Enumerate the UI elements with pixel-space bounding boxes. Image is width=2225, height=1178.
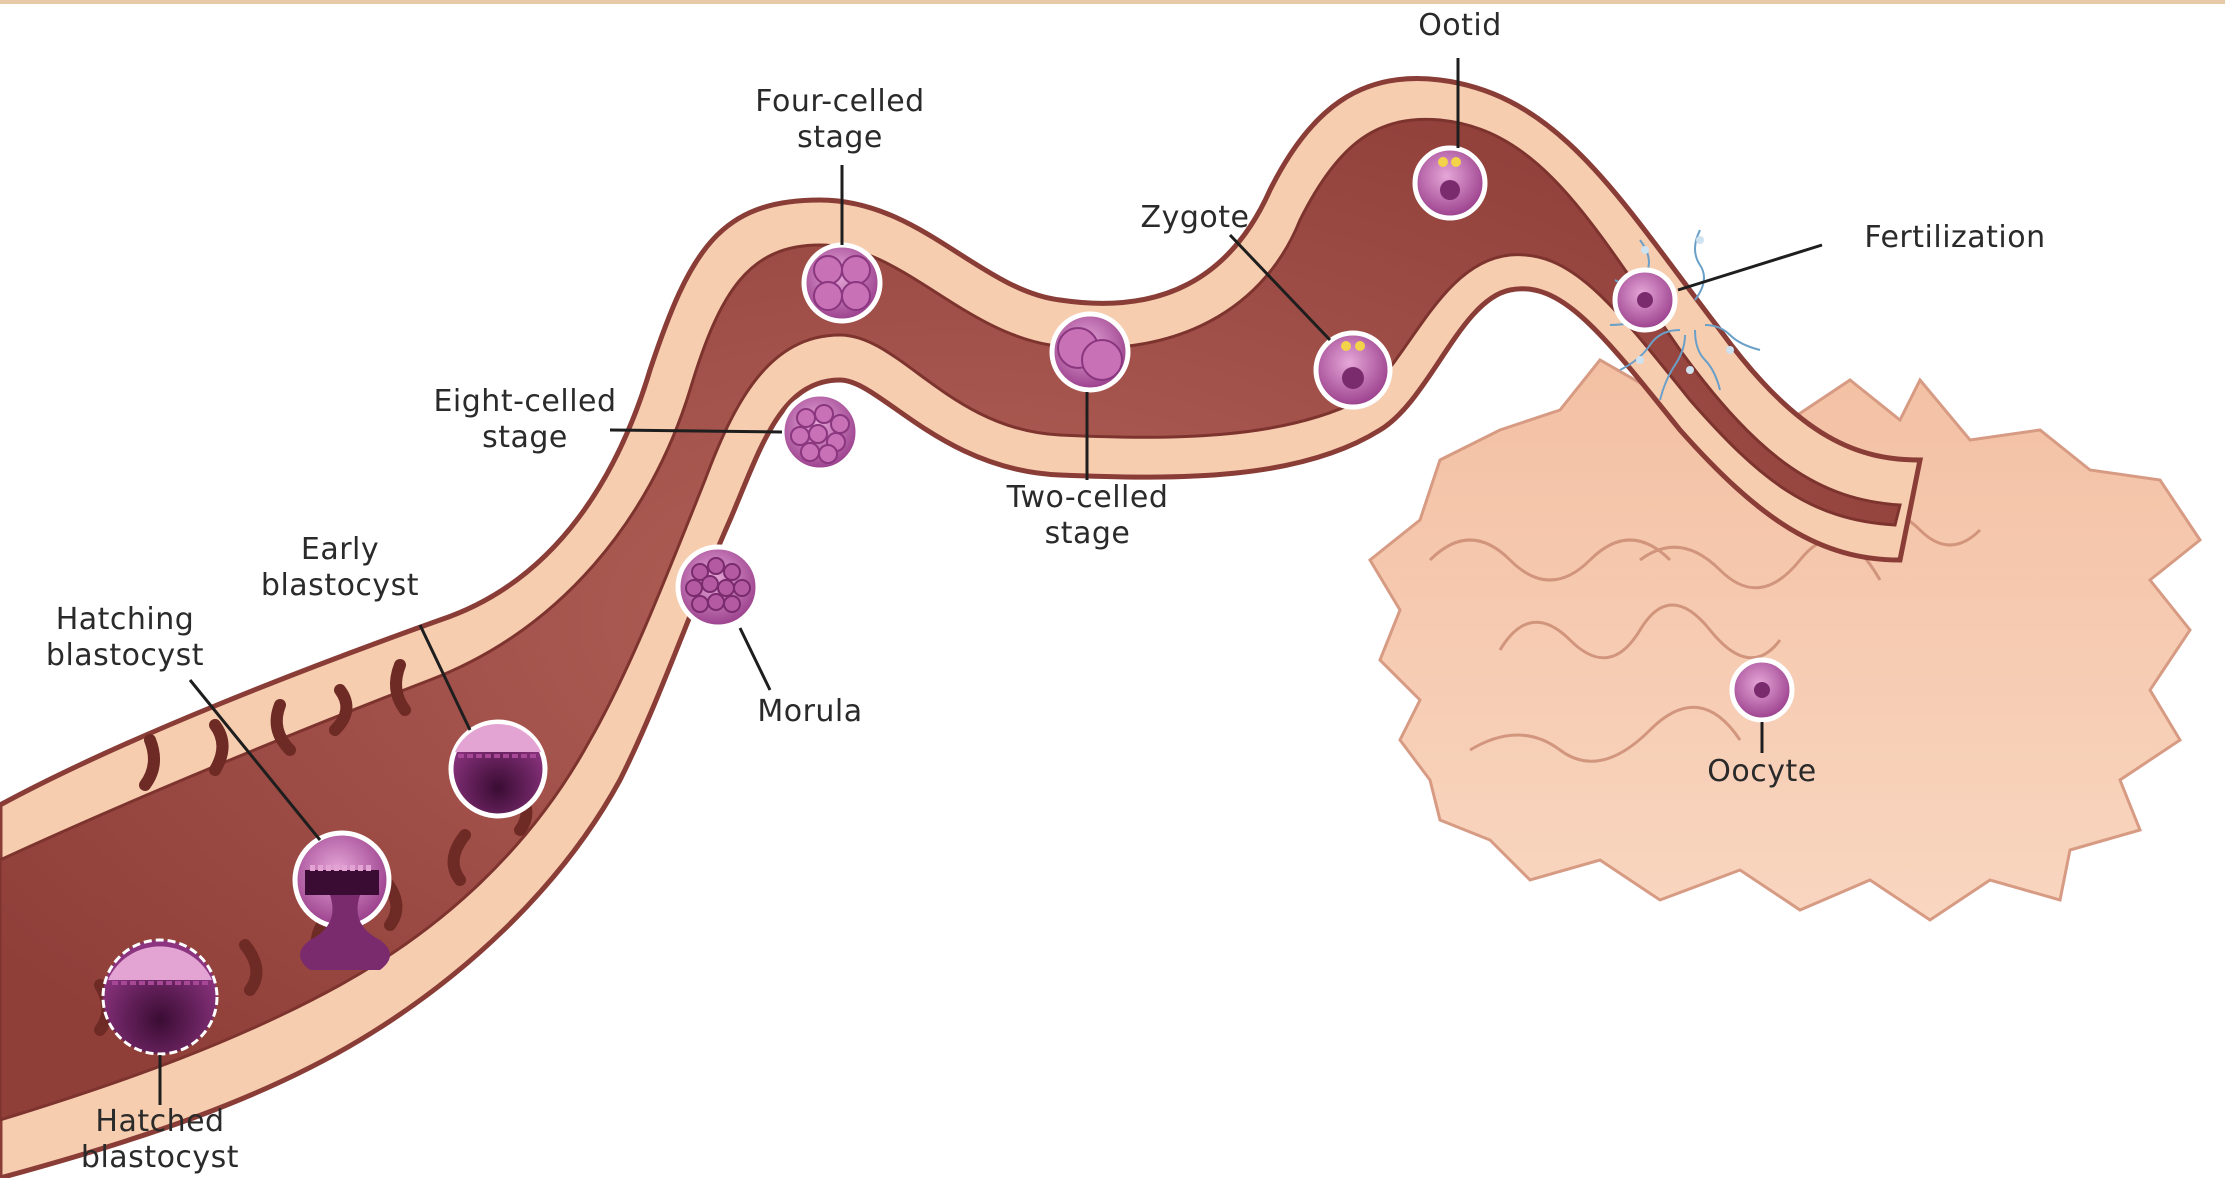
label-four-celled-stage: Four-celled stage: [715, 84, 965, 156]
label-fertilization: Fertilization: [1830, 220, 2080, 256]
label-hatched-blastocyst: Hatched blastocyst: [50, 1104, 270, 1176]
zygote-cell: [1316, 333, 1390, 407]
label-oocyte: Oocyte: [1672, 754, 1852, 790]
label-eight-celled-stage: Eight-celled stage: [400, 384, 650, 456]
label-morula: Morula: [720, 694, 900, 730]
label-hatching-blastocyst: Hatching blastocyst: [15, 602, 235, 674]
hatching-blastocyst-cell: [295, 833, 390, 970]
label-zygote: Zygote: [1115, 200, 1275, 236]
label-early-blastocyst: Early blastocyst: [240, 532, 440, 604]
two-celled-cell: [1052, 314, 1128, 390]
label-two-celled-stage: Two-celled stage: [970, 480, 1205, 552]
ootid-cell: [1415, 148, 1485, 218]
morula-cell: [678, 547, 758, 627]
eight-celled-cell: [782, 394, 858, 470]
early-blastocyst-cell: [451, 722, 545, 816]
oocyte-cell: [1732, 660, 1792, 720]
four-celled-cell: [804, 245, 880, 321]
label-ootid: Ootid: [1395, 8, 1525, 44]
hatched-blastocyst-cell: [103, 940, 217, 1054]
